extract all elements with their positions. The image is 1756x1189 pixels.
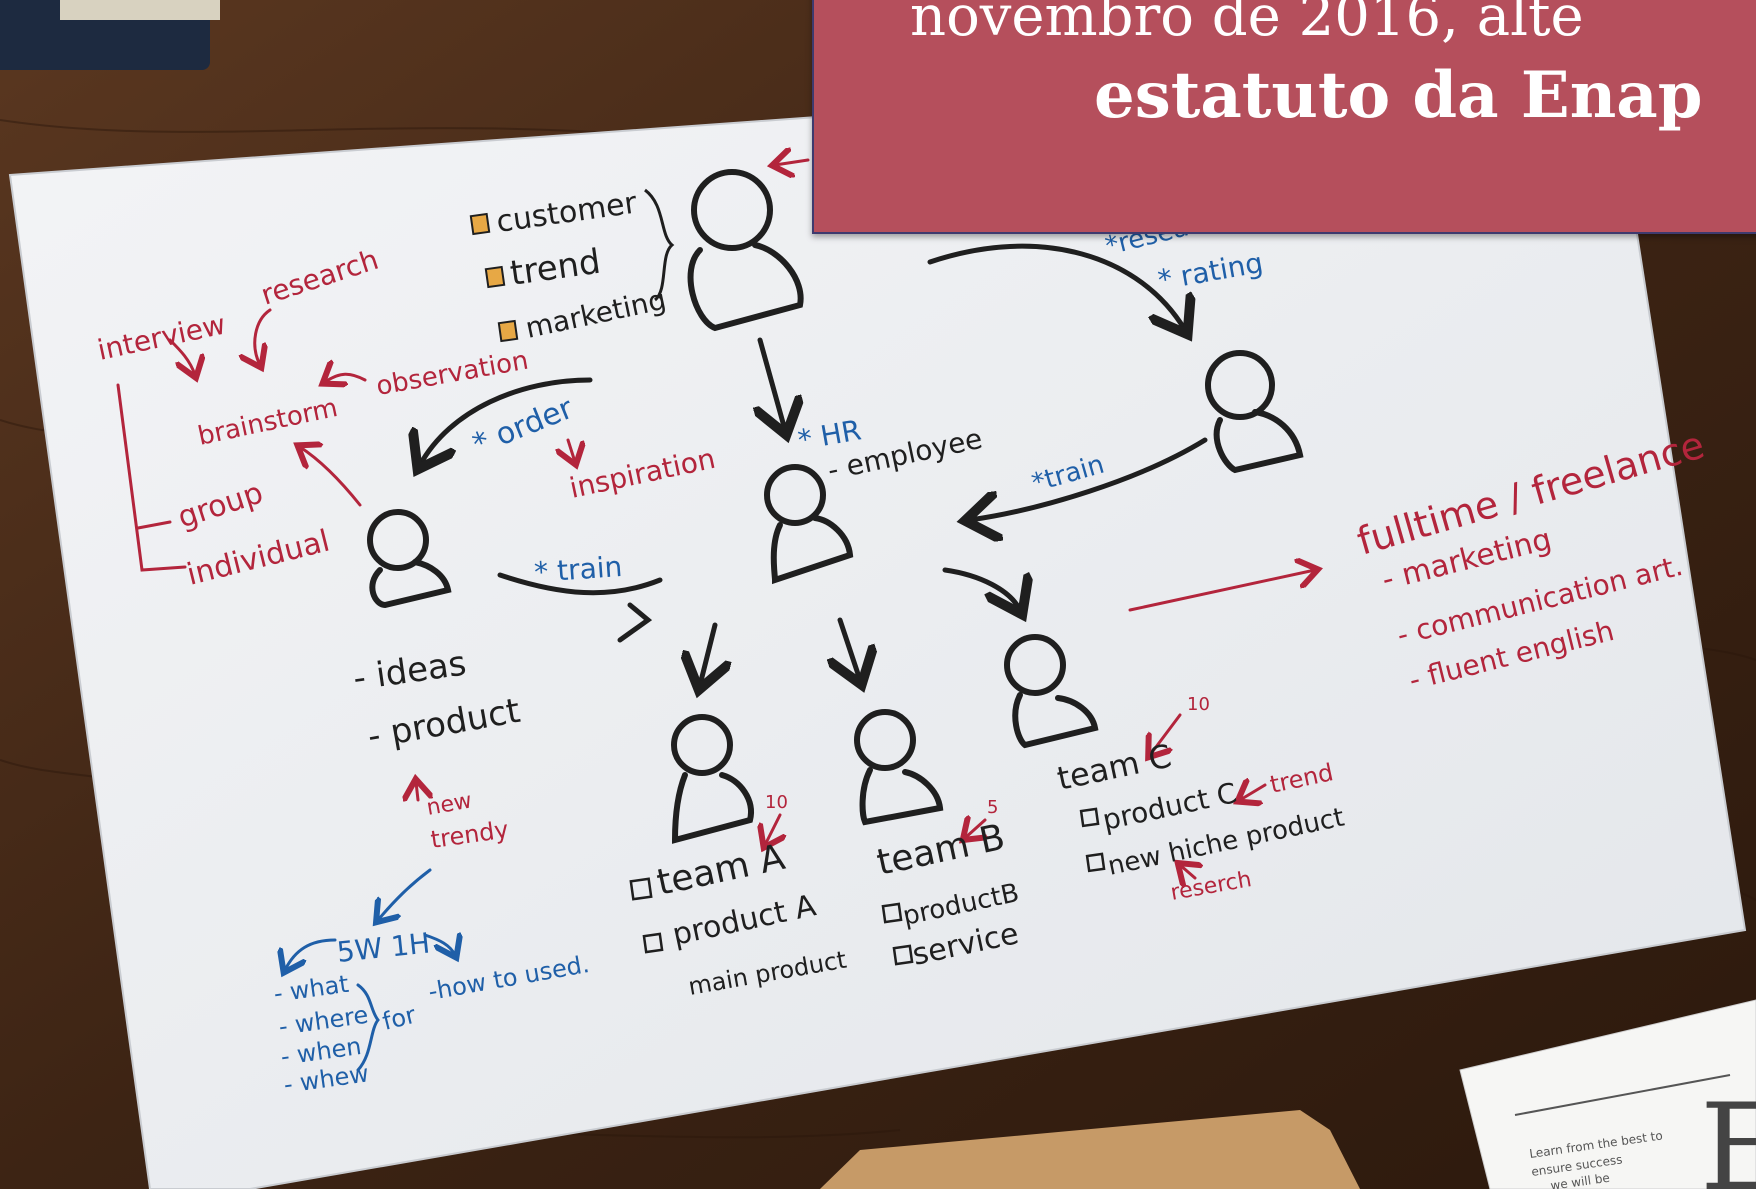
top-list-boxes — [469, 212, 519, 343]
team-a-score: 10 — [765, 792, 788, 813]
banner-line-2: estatuto da Enap — [1094, 58, 1703, 133]
team-c-score: 10 — [1187, 694, 1210, 715]
arrow-top-to-left — [420, 377, 593, 465]
arrow-score-b — [965, 820, 985, 838]
arrow-center-to-b — [840, 617, 860, 680]
arrow-top-red — [775, 160, 810, 165]
arrow-5w1h-left — [285, 938, 337, 970]
person-team-b — [854, 709, 944, 826]
arrow-observation — [325, 374, 367, 382]
arrow-trendy-to-5w1h — [378, 868, 432, 920]
person-left — [367, 509, 452, 609]
arrow-new — [416, 782, 418, 800]
arrow-center-to-a — [700, 622, 715, 685]
arrow-score-a — [765, 813, 780, 845]
arrow-top-to-center — [760, 337, 785, 430]
brace-for — [356, 983, 380, 1072]
person-team-c — [1004, 634, 1099, 749]
person-center — [764, 464, 854, 585]
arrow-5w1h-right — [423, 935, 455, 955]
banner-line-1: novembro de 2016, alte — [910, 0, 1584, 49]
brochure: Learn from the best to ensure success ..… — [1459, 999, 1756, 1189]
title-banner: novembro de 2016, alte estatuto da Enap — [812, 0, 1756, 234]
team-b-score: 5 — [987, 797, 998, 818]
notebook — [0, 0, 220, 70]
brochure-big-letter: E — [1700, 1079, 1756, 1189]
arrow-brainstorm — [300, 447, 362, 507]
arrow-right-to-center — [970, 437, 1208, 520]
arrow-to-job — [1128, 570, 1315, 612]
kraft-folder — [820, 1110, 1360, 1189]
arrow-trend — [1240, 785, 1267, 800]
tree-line — [116, 383, 187, 572]
arrow-center-to-c — [942, 567, 1020, 610]
top-list-brace — [644, 188, 675, 302]
arrow-research-c — [1180, 865, 1195, 878]
label-train-left: * train — [533, 550, 623, 589]
person-team-a — [671, 714, 754, 844]
arrow-interview — [168, 338, 195, 375]
person-top — [687, 169, 804, 332]
arrow-left-to-center-head — [617, 602, 653, 643]
person-right — [1205, 350, 1304, 474]
arrow-score-c — [1150, 713, 1182, 755]
team-checkboxes — [629, 807, 1106, 966]
arrow-left-to-center — [497, 572, 663, 596]
arrow-research — [255, 308, 272, 365]
tree-branch-group — [136, 520, 172, 530]
arrow-top-to-right — [927, 243, 1185, 330]
arrow-inspiration — [568, 438, 575, 462]
